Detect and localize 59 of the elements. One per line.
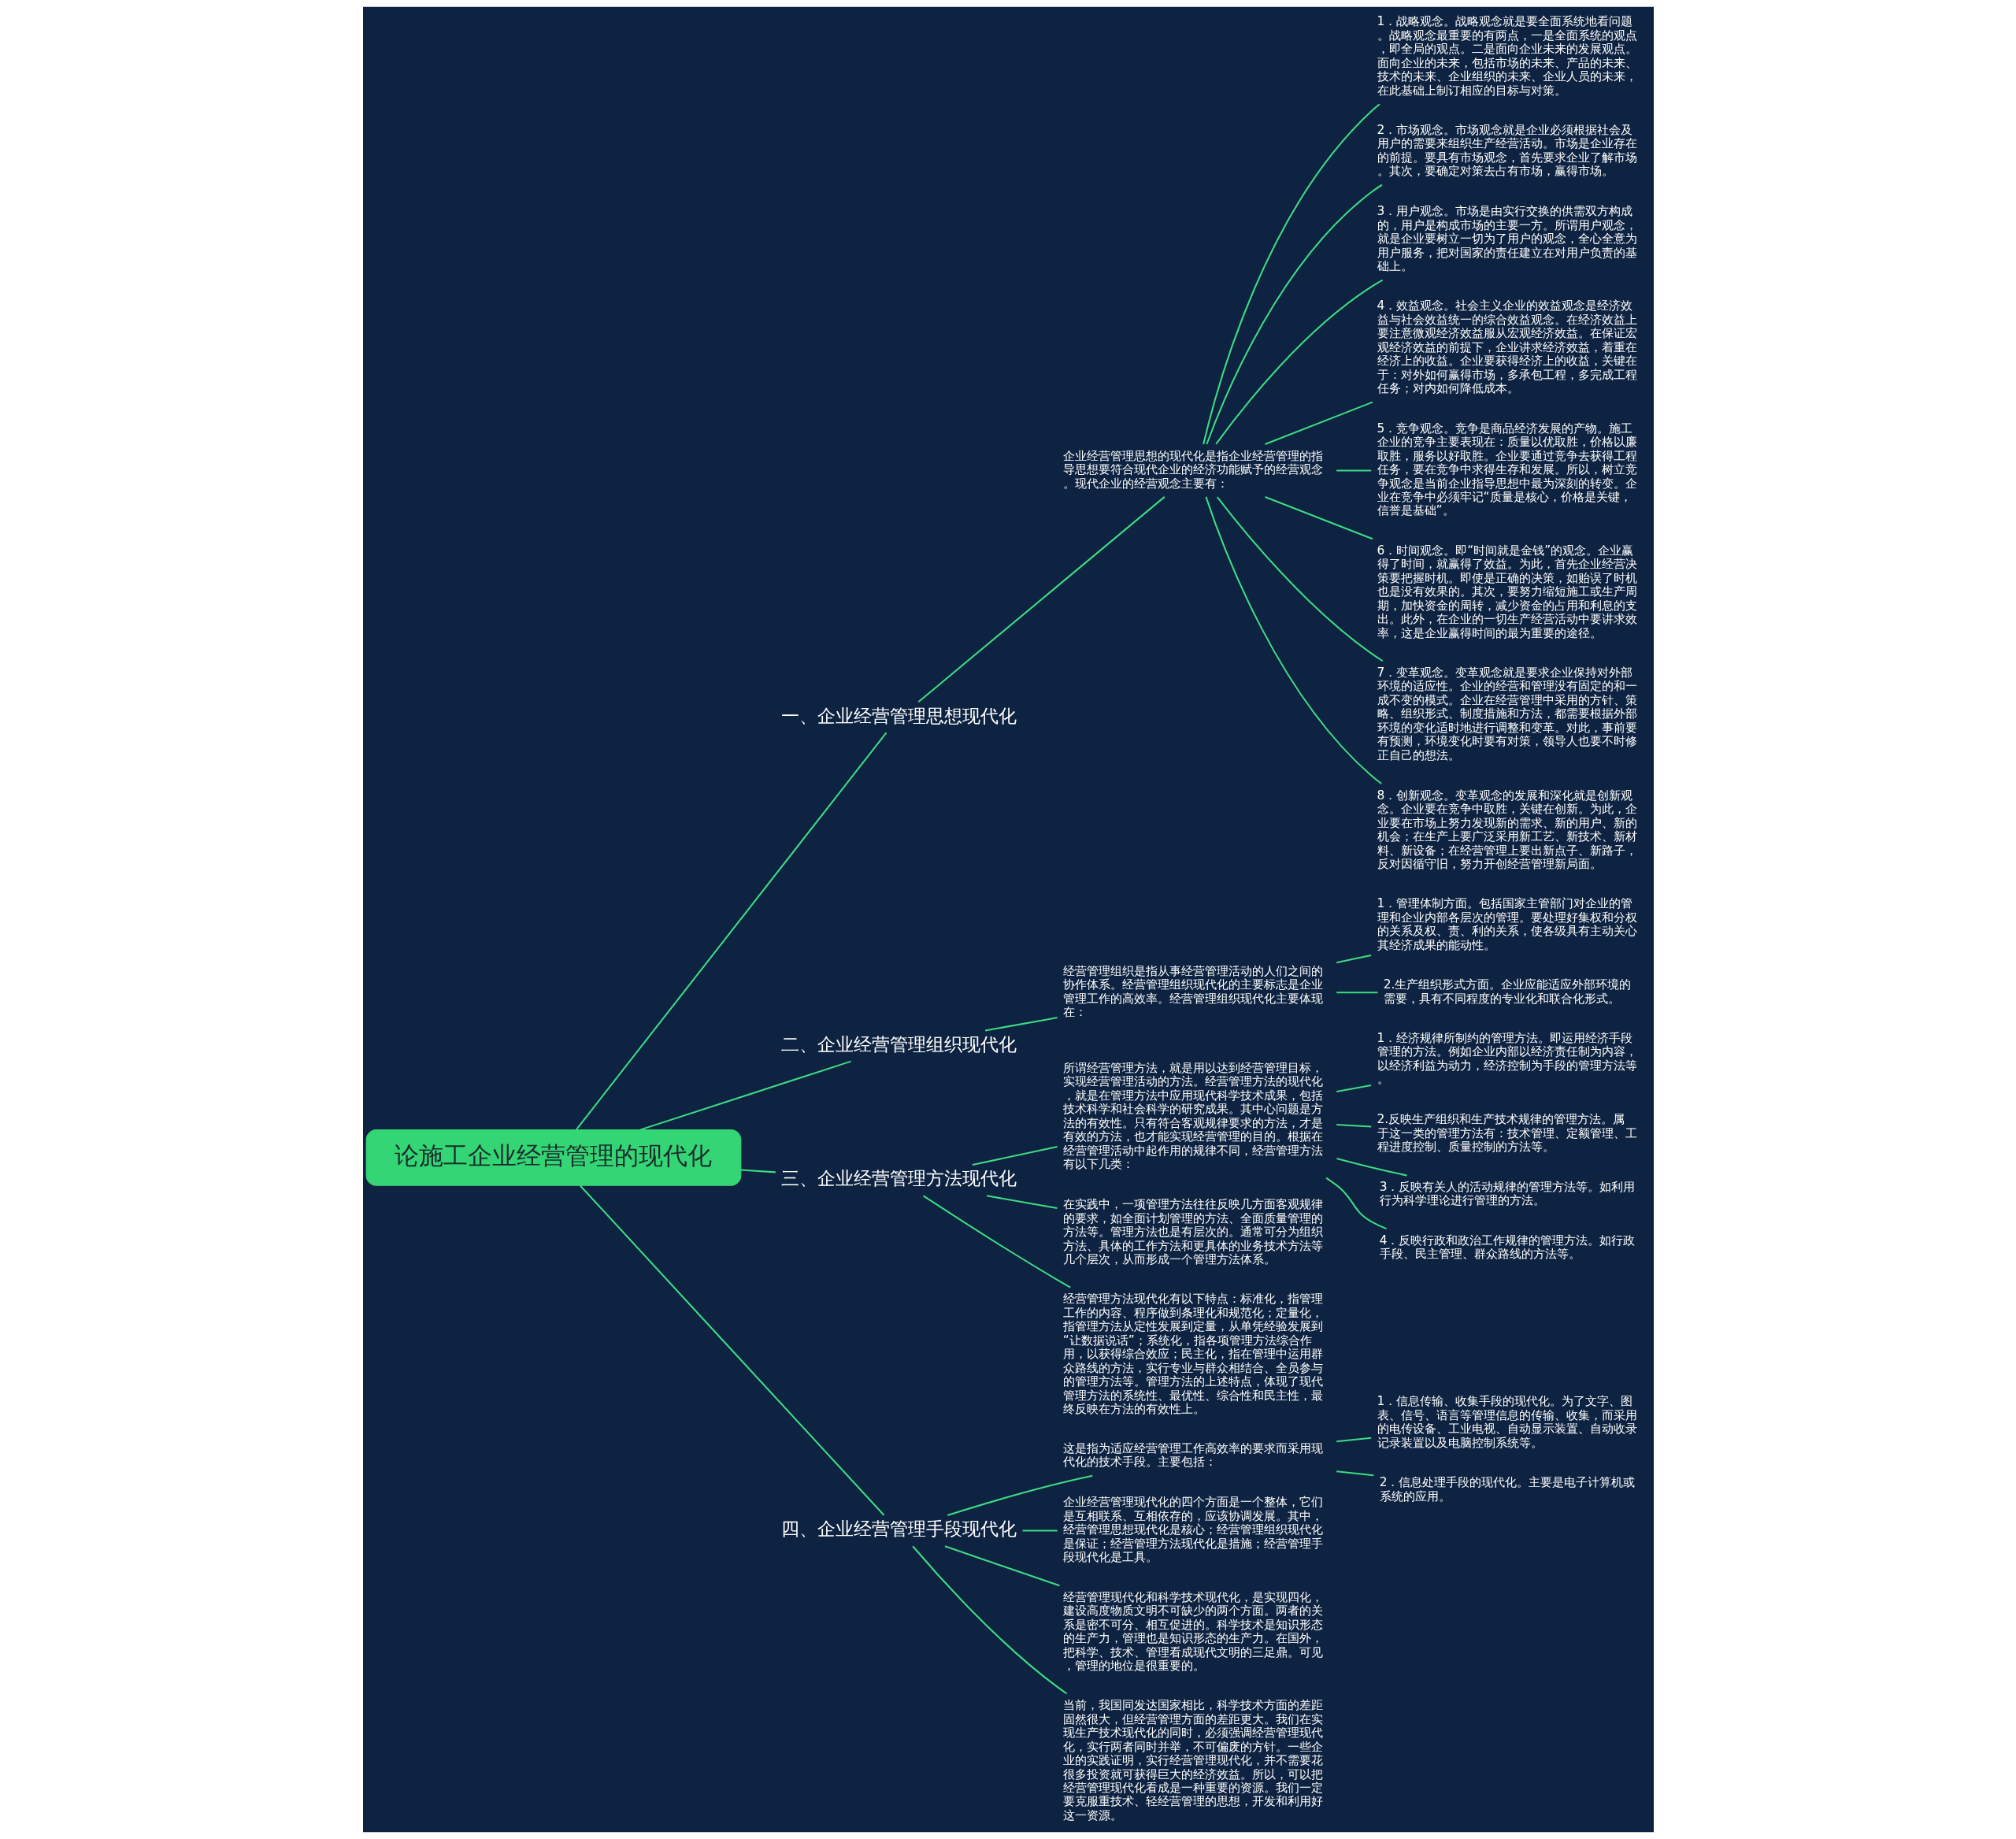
node-text: 3．反映有关人的活动规律的管理方法等。如利用行为科学理论进行管理的方法。 xyxy=(1379,1180,1635,1208)
node-text: 4．反映行政和政治工作规律的管理方法。如行政手段、民主管理、群众路线的方法等。 xyxy=(1379,1233,1635,1262)
connector xyxy=(1325,1177,1387,1230)
connector xyxy=(1336,469,1371,472)
connector xyxy=(1202,103,1380,445)
connector xyxy=(1264,401,1373,445)
node-text: 2.生产组织形式方面。企业应能适应外部环境的需要，具有不同程度的专业化和联合化形式。 xyxy=(1383,977,1631,1006)
connector xyxy=(1214,279,1383,445)
node-text: 企业经营管理思想的现代化是指企业经营管理的指导思想要符合现代企业的经济功能赋予的经营观念。现代企业的经营观念主要有： xyxy=(1062,448,1323,491)
node-text: 企业经营管理现代化的四个方面是一个整体，它们是互相联系、互相依存的，应该协调发展。其中，经营管理思想现代化是核心；经营管理组织现代化是保证；经营管理方法现代化是措施；经营管理手段现代化是工具。 xyxy=(1062,1495,1323,1565)
node-text: 8．创新观念。变革观念的发展和深化就是创新观念。企业要在竞争中取胜，关键在创新。为此，企业要在市场上努力发现新的需求、新的用户、新的机会；在生产上要广泛采用新工艺、新技术、新材料、新设备；在经营管理上要出新点子、新路子，反对因循守旧，努力开创经营管理新局面。 xyxy=(1377,788,1637,871)
connector xyxy=(1264,495,1373,540)
connector xyxy=(579,1185,884,1516)
node-text: 这是指为适应经营管理工作高效率的要求而采用现代化的技术手段。主要包括： xyxy=(1062,1440,1323,1470)
node-box: 论施工企业经营管理的现代化 xyxy=(365,1129,741,1186)
node-text: 经营管理现代化和科学技术现代化，是实现四化，建设高度物质文明不可缺少的两个方面。两者的关系是密不可分、相互促进的。科学技术是知识形态的生产力，管理也是知识形态的生产力。在国外，把科学、技术、管理看成现代文明的三足鼎。可见，管理的地位是很重要的。 xyxy=(1062,1589,1323,1674)
connector xyxy=(1336,1157,1407,1177)
node-text: 当前，我国同发达国家相比，科学技术方面的差距固然很大，但经营管理方面的差距更大。我们在实现生产技术现代化的同时，必须强调经营管理现代化，实行两者同时并举，不可偏废的方针。一些企业的实践证明，实行经营管理现代化，并不需要花很多投资就可获得巨大的经济效益。所以，可以把经营管理现代化看成是一种重要的资源。我们一定要克服重技术、轻经营管理的思想，开发和利用好这一资源。 xyxy=(1062,1698,1323,1822)
node-text: 7．变革观念。变革观念就是要求企业保持对外部环境的适应性。企业的经营和管理没有固定的和一成不变的模式。企业在经营管理中采用的方针、策略、组织形式、制度措施和方法，都需要根据外部环境的变化适时地进行调整和变革。对此，事前要有预测，环境变化时要有对策，领导人也要不时修正自己的想法。 xyxy=(1377,665,1637,762)
connector xyxy=(1336,1470,1373,1477)
node-text: 经营管理组织是指从事经营管理活动的人们之间的协作体系。经营管理组织现代化的主要标志是企业管理工作的高效率。经营管理组织现代化主要体现在： xyxy=(1062,963,1323,1020)
node-text: 经营管理方法现代化有以下特点：标准化，指管理工作的内容、程序做到条理化和规范化；定量化，指管理方法从定性发展到定量，从单凭经验发展到“让数据说话”；系统化，指各项管理方法综合作用，以获得综合效应；民主化，指在管理中运用群众路线的方法，实行专业与群众相结合、全员参与的管理方法等。管理方法的上述特点，体现了现代管理方法的系统性、最优性、综合性和民主性，最终反映在方法的有效性上。 xyxy=(1062,1292,1323,1417)
node-text: 1．管理体制方面。包括国家主管部门对企业的管理和企业内部各层次的管理。要处理好集权和分权的关系及权、责、利的关系，使各级具有主动关心其经济成果的能动性。 xyxy=(1377,896,1637,952)
node-text: 一、企业经营管理思想现代化 xyxy=(780,705,1017,726)
connector xyxy=(972,1146,1058,1166)
connector xyxy=(944,1545,1060,1587)
connector xyxy=(639,1060,851,1131)
connector xyxy=(1216,496,1383,662)
connector xyxy=(1336,1437,1371,1443)
node-text: 3．用户观念。市场是由实行交换的供需双方构成的，用户是构成市场的主要一方。所谓用户观念，就是企业要树立一切为了用户的观念，全心全意为用户服务，把对国家的责任建立在对用户负责的基础上。 xyxy=(1377,204,1637,274)
connector xyxy=(740,1169,776,1173)
node-text: 1．信息传输、收集手段的现代化。为了文字、图表、信号、语言等管理信息的传输、收集，而采用的电传设备、工业电视、自动显示装置、自动收录记录装置以及电脑控制系统等。 xyxy=(1377,1394,1637,1450)
connector xyxy=(1336,1124,1371,1128)
connector xyxy=(1205,184,1382,445)
connector xyxy=(1336,992,1377,994)
connector xyxy=(986,1195,1058,1210)
node-text: 4．效益观念。社会主义企业的效益观念是经济效益与社会效益统一的综合效益观念。在经济效益上要注意微观经济效益服从宏观经济效益。在保证宏观经济效益的前提下，企业讲求经济效益，着重在经济上的收益。企业要获得经济上的收益，关键在于：对外如何赢得市场，多承包工程，多完成工程任务；对内如何降低成本。 xyxy=(1377,298,1637,396)
node-text: 1．经济规律所制约的管理方法。即运用经济手段管理的方法。例如企业内部以经济责任制为内容，以经济利益为动力，经济控制为手段的管理方法等。 xyxy=(1377,1030,1637,1087)
connector xyxy=(575,732,887,1130)
connector xyxy=(922,1195,1071,1288)
connector xyxy=(911,1545,1067,1695)
node-text: 三、企业经营管理方法现代化 xyxy=(780,1168,1017,1189)
node-text: 二、企业经营管理组织现代化 xyxy=(780,1033,1017,1055)
node-text: 1．战略观念。战略观念就是要全面系统地看问题。战略观念最重要的有两点，一是全面系统的观点，即全局的观点。二是面向企业未来的发展观点。面向企业的未来，包括市场的未来、产品的未来、技术的未来、企业组织的未来、企业人员的未来，在此基础上制订相应的目标与对策。 xyxy=(1377,14,1637,98)
node-text: 所谓经营管理方法，就是用以达到经营管理目标，实现经营管理活动的方法。经营管理方法的现代化，就是在管理方法中应用现代科学技术成果，包括技术科学和社会科学的研究成果。其中心问题是方法的有效性。只有符合客观规律要求的方法，才是有效的方法，也才能实现经营管理的目的。根据在经营管理活动中起作用的规律不同，经营管理方法有以下几类： xyxy=(1062,1060,1323,1172)
connector xyxy=(1204,496,1382,784)
node-text: 6．时间观念。即“时间就是金钱”的观念。企业赢得了时间，就赢得了效益。为此，首先企业经营决策要把握时机。即使是正确的决策，如贻误了时机也是没有效果的。其次，要努力缩短施工或生产周期，加快资金的周转，减少资金的占用和利息的支出。此外，在企业的一切生产经营活动中要讲求效率，这是企业赢得时间的最为重要的途径。 xyxy=(1377,543,1637,640)
node-text: 2．市场观念。市场观念就是企业必须根据社会及用户的需要来组织生产经营活动。市场是企业存在的前提。要具有市场观念，首先要求企业了解市场。其次，要确定对策去占有市场，赢得市场。 xyxy=(1377,122,1637,179)
connector xyxy=(947,1474,1092,1516)
connector xyxy=(1336,1084,1371,1093)
connector xyxy=(1336,954,1371,964)
node-text: 四、企业经营管理手段现代化 xyxy=(780,1518,1017,1540)
node-text: 2．信息处理手段的现代化。主要是电子计算机或系统的应用。 xyxy=(1379,1475,1635,1503)
connector xyxy=(917,496,1165,703)
node-text: 5．竞争观念。竞争是商品经济发展的产物。施工企业的竞争主要表现在：质量以优取胜，价格以廉取胜，服务以好取胜。企业要通过竞争去获得工程任务，要在竞争中求得生存和发展。所以，树立竞争观念是当前企业指导思想中最为深刻的转变。企业在竞争中必须牢记“质量是核心，价格是关键，信誉是基础”。 xyxy=(1377,421,1637,518)
connector xyxy=(984,1017,1058,1032)
node-text: 在实践中，一项管理方法往往反映几方面客观规律的要求，如全面计划管理的方法、全面质量管理的方法等。管理方法也是有层次的。通常可分为组织方法、具体的工作方法和更具体的业务技术方法等几个层次，从而形成一个管理方法体系。 xyxy=(1062,1197,1323,1266)
connector xyxy=(1022,1529,1058,1532)
node-text: 2.反映生产组织和生产技术规律的管理方法。属于这一类的管理方法有：技术管理、定额管理、工程进度控制、质量控制的方法等。 xyxy=(1377,1112,1637,1155)
